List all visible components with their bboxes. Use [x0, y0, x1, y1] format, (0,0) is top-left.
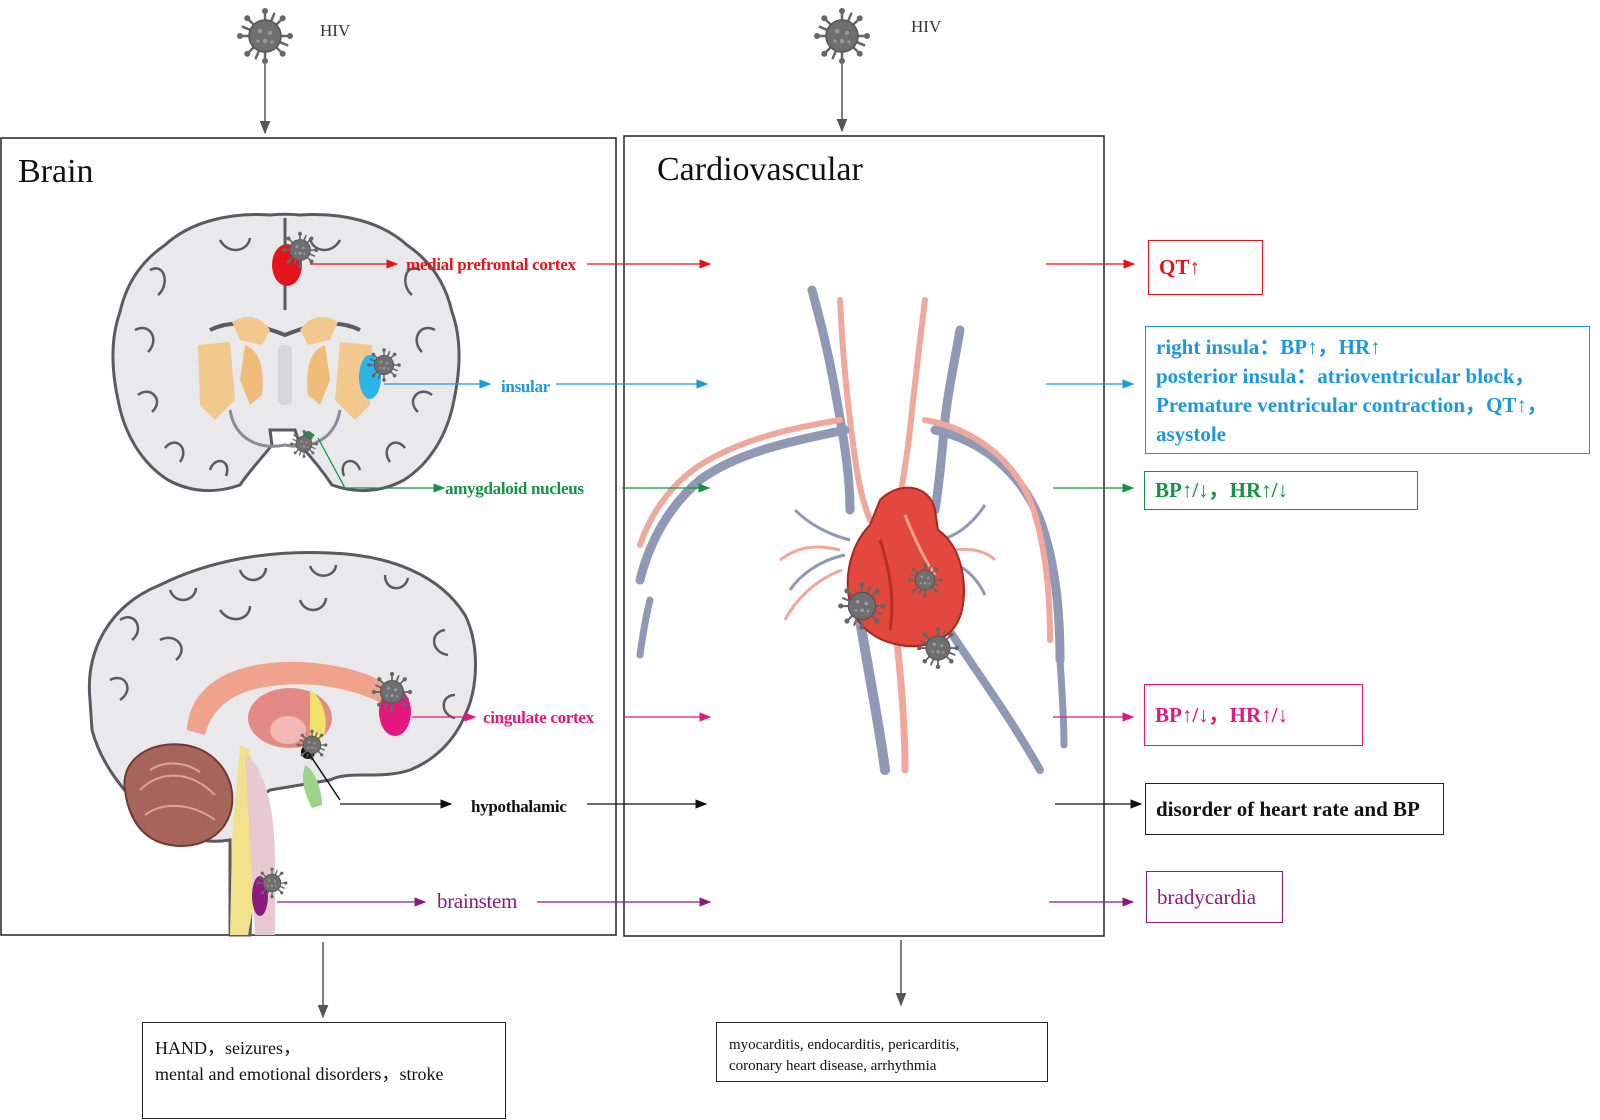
cardio-outcomes-box: myocarditis, endocarditis, pericarditis,…: [716, 1022, 1048, 1082]
pathway-arrows: [277, 259, 1143, 907]
brain-outcomes-box: HAND，seizures， mental and emotional diso…: [142, 1022, 506, 1119]
hiv-virus-icon-cardio: [812, 6, 872, 66]
effect-box-qt: QT↑: [1148, 240, 1263, 295]
cardiovascular-panel-title: Cardiovascular: [657, 151, 863, 188]
effect-box-brainstem: bradycardia: [1146, 871, 1283, 923]
effect-text: BP↑/↓，HR↑/↓: [1155, 478, 1289, 502]
outcome-line: myocarditis, endocarditis, pericarditis,: [729, 1037, 960, 1053]
outcome-line: HAND，seizures，: [155, 1038, 301, 1058]
outcome-line: mental and emotional disorders，stroke: [155, 1064, 444, 1084]
hiv-virus-icon-brain: [235, 6, 295, 66]
sagittal-brain-illustration: [87, 551, 477, 937]
effect-box-insula: right insula：BP↑，HR↑ posterior insula：at…: [1145, 326, 1590, 454]
brain-panel-title: Brain: [18, 153, 94, 190]
coronal-brain-illustration: [111, 212, 461, 493]
region-label-hypothalamic: hypothalamic: [471, 797, 567, 816]
region-label-amygdaloid-nucleus: amygdaloid nucleus: [445, 479, 584, 498]
brain-panel: [0, 137, 617, 936]
hiv-label-brain: HIV: [320, 21, 351, 40]
effect-box-hypothalamic: disorder of heart rate and BP: [1145, 783, 1444, 835]
effect-line: asystole: [1156, 422, 1226, 446]
effect-box-amygdala: BP↑/↓，HR↑/↓: [1144, 471, 1418, 510]
effect-text: bradycardia: [1157, 884, 1257, 909]
heart-vessels-illustration: [635, 285, 1068, 775]
region-label-insular: insular: [501, 377, 550, 396]
effect-line: Premature ventricular contraction，QT↑，: [1156, 393, 1548, 417]
region-label-cingulate-cortex: cingulate cortex: [483, 708, 594, 727]
effect-box-cingulate: BP↑/↓，HR↑/↓: [1144, 684, 1363, 746]
effect-text: disorder of heart rate and BP: [1156, 796, 1420, 821]
effect-line: right insula：BP↑，HR↑: [1156, 335, 1381, 359]
hiv-label-cardio: HIV: [911, 17, 942, 36]
outcome-line: coronary heart disease, arrhythmia: [729, 1058, 937, 1074]
region-label-brainstem: brainstem: [437, 889, 518, 913]
effect-text: QT↑: [1159, 255, 1200, 279]
region-label-medial-prefrontal-cortex: medial prefrontal cortex: [406, 255, 576, 274]
effect-text: BP↑/↓，HR↑/↓: [1155, 702, 1289, 727]
cardiovascular-panel: [623, 135, 1105, 937]
effect-line: posterior insula：atrioventricular block，: [1156, 364, 1536, 388]
